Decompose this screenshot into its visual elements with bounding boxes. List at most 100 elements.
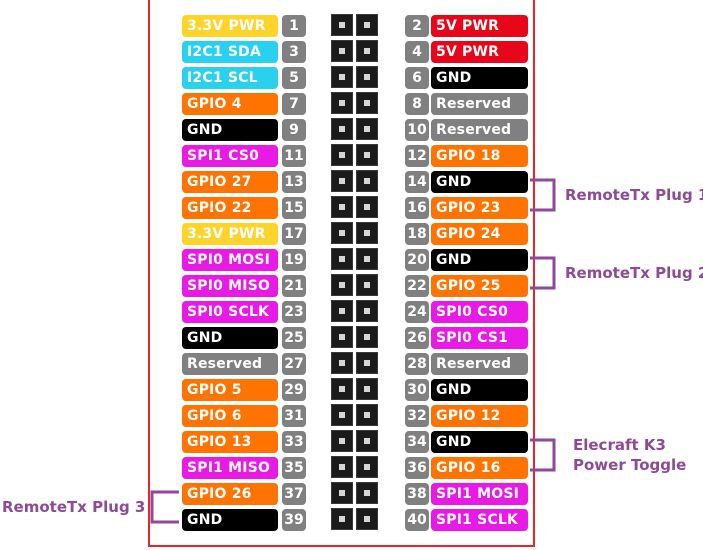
pin-label-6: GND [431, 67, 528, 89]
header-pin-25 [331, 326, 353, 348]
pin-label-14: GND [431, 171, 528, 193]
pin-label-3: I2C1 SDA [182, 41, 278, 63]
header-pin-2 [356, 14, 378, 36]
header-pin-1 [331, 14, 353, 36]
pin-label-16: GPIO 23 [431, 197, 528, 219]
pin-label-34: GND [431, 431, 528, 453]
annotation-bracket [530, 178, 556, 212]
pin-label-29: GPIO 5 [182, 379, 278, 401]
pin-number-27: 27 [282, 353, 306, 375]
pin-number-13: 13 [282, 171, 306, 193]
pin-label-25: GND [182, 327, 278, 349]
header-pin-24 [356, 300, 378, 322]
pin-label-38: SPI1 MOSI [431, 483, 528, 505]
pin-label-1: 3.3V PWR [182, 15, 278, 37]
header-pin-17 [331, 222, 353, 244]
pin-number-40: 40 [405, 509, 429, 531]
pin-number-34: 34 [405, 431, 429, 453]
header-pin-32 [356, 404, 378, 426]
pin-number-25: 25 [282, 327, 306, 349]
header-pin-21 [331, 274, 353, 296]
header-pin-33 [331, 430, 353, 452]
pin-label-7: GPIO 4 [182, 93, 278, 115]
header-pin-37 [331, 482, 353, 504]
pin-label-35: SPI1 MISO [182, 457, 278, 479]
header-pin-18 [356, 222, 378, 244]
pin-label-11: SPI1 CS0 [182, 145, 278, 167]
pin-number-29: 29 [282, 379, 306, 401]
annotation-line: RemoteTx Plug 2 [565, 264, 703, 282]
header-pin-7 [331, 92, 353, 114]
pin-number-14: 14 [405, 171, 429, 193]
pin-label-27: Reserved [182, 353, 278, 375]
annotation-bracket [530, 438, 556, 472]
pin-label-26: SPI0 CS1 [431, 327, 528, 349]
pin-number-19: 19 [282, 249, 306, 271]
pin-number-15: 15 [282, 197, 306, 219]
pin-label-19: SPI0 MOSI [182, 249, 278, 271]
pin-label-28: Reserved [431, 353, 528, 375]
header-pin-35 [331, 456, 353, 478]
pin-number-12: 12 [405, 145, 429, 167]
header-pin-34 [356, 430, 378, 452]
pin-number-4: 4 [405, 41, 429, 63]
pin-number-2: 2 [405, 15, 429, 37]
pin-number-31: 31 [282, 405, 306, 427]
header-pin-4 [356, 40, 378, 62]
pin-label-18: GPIO 24 [431, 223, 528, 245]
pin-label-36: GPIO 16 [431, 457, 528, 479]
header-pin-20 [356, 248, 378, 270]
annotation-bracket [530, 256, 556, 290]
annotation-line: Elecraft K3 [573, 436, 666, 454]
header-pin-6 [356, 66, 378, 88]
pin-label-4: 5V PWR [431, 41, 528, 63]
pin-label-23: SPI0 SCLK [182, 301, 278, 323]
pin-number-28: 28 [405, 353, 429, 375]
pin-number-11: 11 [282, 145, 306, 167]
header-pin-5 [331, 66, 353, 88]
pin-label-20: GND [431, 249, 528, 271]
pin-number-35: 35 [282, 457, 306, 479]
pin-number-38: 38 [405, 483, 429, 505]
pin-number-26: 26 [405, 327, 429, 349]
header-pin-12 [356, 144, 378, 166]
pin-number-8: 8 [405, 93, 429, 115]
header-pin-31 [331, 404, 353, 426]
header-pin-23 [331, 300, 353, 322]
annotation-line: RemoteTx Plug 3 [2, 498, 146, 516]
pin-label-39: GND [182, 509, 278, 531]
pin-number-24: 24 [405, 301, 429, 323]
header-pin-38 [356, 482, 378, 504]
header-pin-26 [356, 326, 378, 348]
header-pin-8 [356, 92, 378, 114]
pin-label-33: GPIO 13 [182, 431, 278, 453]
pin-label-31: GPIO 6 [182, 405, 278, 427]
annotation-label: RemoteTx Plug 2 [565, 263, 703, 283]
header-pin-16 [356, 196, 378, 218]
header-pin-28 [356, 352, 378, 374]
pin-label-30: GND [431, 379, 528, 401]
header-pin-15 [331, 196, 353, 218]
annotation-label: RemoteTx Plug 3 [2, 497, 145, 517]
header-pin-19 [331, 248, 353, 270]
pin-label-13: GPIO 27 [182, 171, 278, 193]
pin-number-22: 22 [405, 275, 429, 297]
header-pin-29 [331, 378, 353, 400]
header-pin-30 [356, 378, 378, 400]
header-pin-39 [331, 508, 353, 530]
pin-label-40: SPI1 SCLK [431, 509, 528, 531]
pin-number-1: 1 [282, 15, 306, 37]
pin-label-15: GPIO 22 [182, 197, 278, 219]
pin-number-17: 17 [282, 223, 306, 245]
pin-number-7: 7 [282, 93, 306, 115]
pin-header-connector [331, 14, 381, 536]
header-pin-10 [356, 118, 378, 140]
pin-number-10: 10 [405, 119, 429, 141]
pin-number-21: 21 [282, 275, 306, 297]
gpio-header-board [148, 0, 535, 547]
pin-label-9: GND [182, 119, 278, 141]
pin-number-33: 33 [282, 431, 306, 453]
pin-number-9: 9 [282, 119, 306, 141]
pin-number-3: 3 [282, 41, 306, 63]
annotation-label: RemoteTx Plug 1 [565, 185, 703, 205]
